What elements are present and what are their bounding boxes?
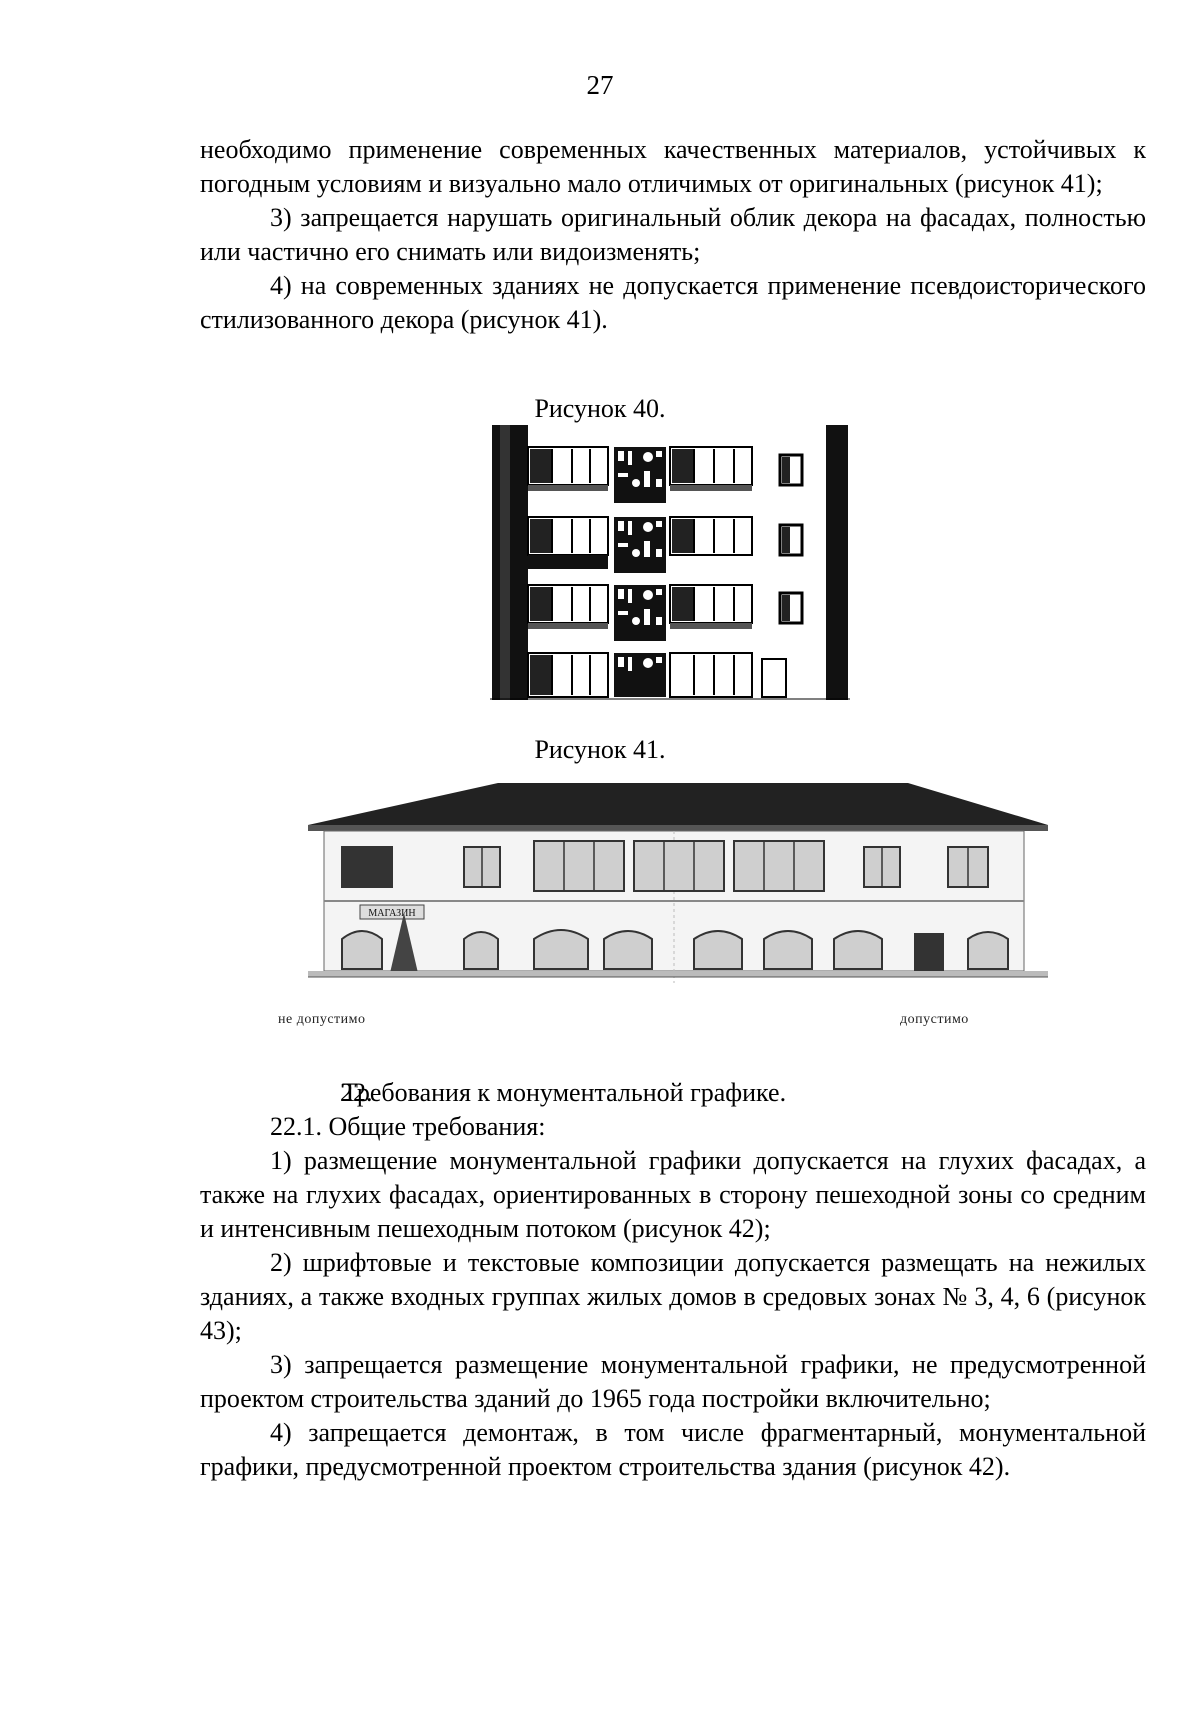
requirement-item-2: 2) шрифтовые и текстовые композиции допу… <box>200 1248 1146 1345</box>
label-allowed: допустимо <box>900 1012 969 1027</box>
building-facade-illustration <box>490 425 850 700</box>
figure-41-caption: Рисунок 41. <box>534 735 666 764</box>
requirement-item-3: 3) запрещается размещение монументальной… <box>200 1350 1146 1413</box>
requirement-item-4: 4) запрещается демонтаж, в том числе фра… <box>200 1418 1146 1481</box>
page-number: 27 <box>586 70 614 100</box>
two-storey-building-illustration: МАГАЗИН <box>278 783 1048 1003</box>
section-22-block: 22.Требования к монументальной графике. … <box>200 1076 1146 1484</box>
section-heading: 22.Требования к монументальной графике. <box>200 1076 1146 1110</box>
subsection-heading: 22.1. Общие требования: <box>270 1112 546 1141</box>
shop-sign-text: МАГАЗИН <box>368 908 415 919</box>
paragraph-continuation: необходимо применение современных качест… <box>200 135 1146 198</box>
figure-40-image <box>490 425 850 705</box>
paragraph-item-3: 3) запрещается нарушать оригинальный обл… <box>200 203 1146 266</box>
label-not-allowed: не допустимо <box>278 1012 366 1027</box>
section-title: Требования к монументальной графике. <box>342 1078 787 1107</box>
section-number: 22. <box>340 1078 373 1107</box>
top-text-block: необходимо применение современных качест… <box>200 133 1146 337</box>
requirement-item-1: 1) размещение монументальной графики доп… <box>200 1146 1146 1243</box>
figure-40-caption: Рисунок 40. <box>534 394 666 423</box>
paragraph-item-4: 4) на современных зданиях не допускается… <box>200 271 1146 334</box>
figure-41-image: МАГАЗИН <box>278 783 1048 1008</box>
